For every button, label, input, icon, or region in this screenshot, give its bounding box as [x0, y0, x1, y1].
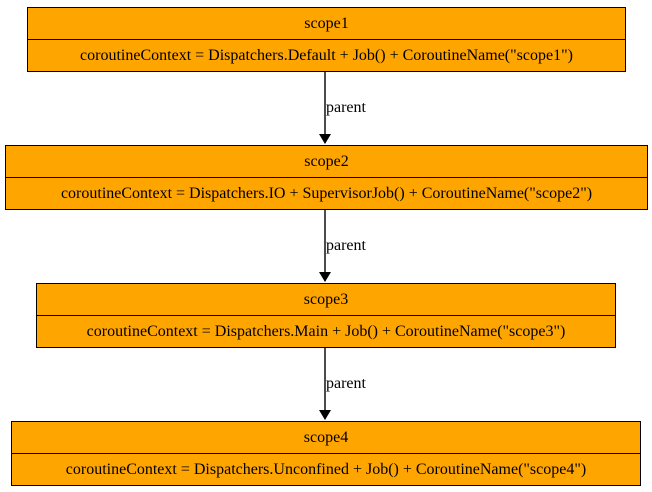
node-body: coroutineContext = Dispatchers.Main + Jo… — [86, 323, 566, 340]
edge-label: parent — [326, 375, 366, 392]
edge-label: parent — [326, 99, 366, 116]
node-title: scope3 — [37, 284, 615, 316]
node-title: scope2 — [6, 146, 647, 178]
node-body: coroutineContext = Dispatchers.Unconfine… — [65, 461, 587, 478]
node-scope3: scope3 coroutineContext = Dispatchers.Ma… — [36, 283, 616, 348]
node-scope2: scope2 coroutineContext = Dispatchers.IO… — [5, 145, 648, 210]
edge-label: parent — [326, 237, 366, 254]
node-title: scope4 — [12, 422, 640, 454]
node-body: coroutineContext = Dispatchers.Default +… — [80, 47, 573, 64]
node-scope1: scope1 coroutineContext = Dispatchers.De… — [27, 7, 626, 72]
node-title: scope1 — [28, 8, 625, 40]
node-body: coroutineContext = Dispatchers.IO + Supe… — [60, 185, 593, 202]
node-scope4: scope4 coroutineContext = Dispatchers.Un… — [11, 421, 641, 486]
